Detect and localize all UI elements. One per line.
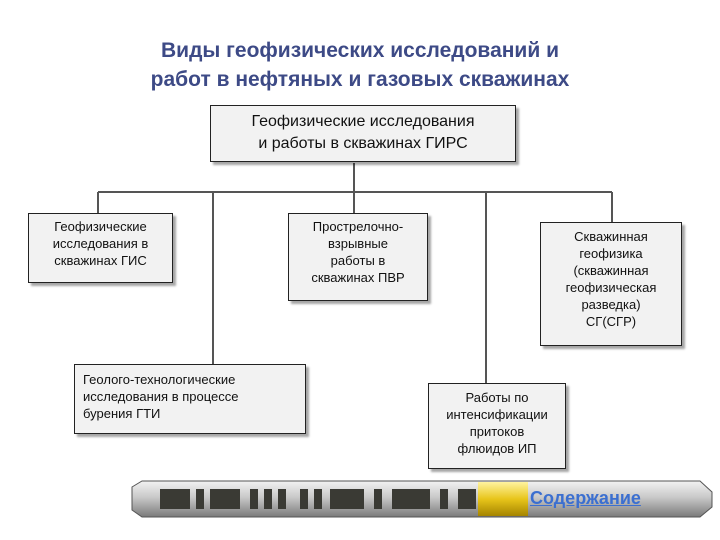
node-ip-line: интенсификации <box>446 407 548 422</box>
node-sg-line: геофизическая <box>565 280 657 295</box>
node-sg-line: геофизика <box>579 246 643 261</box>
node-ip-line: флюидов ИП <box>457 441 537 456</box>
node-girs-line: и работы в скважинах ГИРС <box>258 135 468 152</box>
node-gis-line: скважинах ГИС <box>54 253 147 268</box>
node-ip-line: Работы по <box>465 390 529 405</box>
node-pvr-line: скважинах ПВР <box>311 270 405 285</box>
node-sg-line: СГ(СГР) <box>585 314 637 329</box>
node-sg-line: разведка) <box>581 297 641 312</box>
node-pvr-line: работы в <box>330 253 386 268</box>
node-gis-line: исследования в <box>52 236 149 251</box>
node-girs-line: Геофизические исследования <box>251 113 475 130</box>
slide-title-line-2: работ в нефтяных и газовых скважинах <box>150 68 570 91</box>
node-sg-line: (скважинная <box>573 263 649 278</box>
node-gti-line: бурения ГТИ <box>83 406 161 421</box>
contents-link[interactable]: Содержание <box>530 488 641 508</box>
tool-segments <box>160 489 476 509</box>
node-gis-line: Геофизические <box>54 219 147 234</box>
node-ip: Работы по интенсификации притоков флюидо… <box>428 383 566 469</box>
node-gti-line: исследования в процессе <box>83 389 239 404</box>
node-pvr-line: взрывные <box>328 236 388 251</box>
node-gti-line: Геолого-технологические <box>83 372 236 387</box>
node-sg-line: Скважинная <box>574 229 648 244</box>
node-girs: Геофизические исследования и работы в ск… <box>210 105 516 162</box>
slide-title-line-1: Виды геофизических исследований и <box>161 39 559 62</box>
node-ip-line: притоков <box>469 424 525 439</box>
tool-yellow-section <box>478 482 528 516</box>
node-pvr: Прострелочно- взрывные работы в скважина… <box>288 213 428 301</box>
node-sg: Скважинная геофизика (скважинная геофизи… <box>540 222 682 346</box>
node-pvr-line: Прострелочно- <box>312 219 404 234</box>
node-gis: Геофизические исследования в скважинах Г… <box>28 213 173 283</box>
node-gti: Геолого-технологические исследования в п… <box>74 364 306 434</box>
slide-title: Виды геофизических исследований и работ … <box>60 36 660 94</box>
